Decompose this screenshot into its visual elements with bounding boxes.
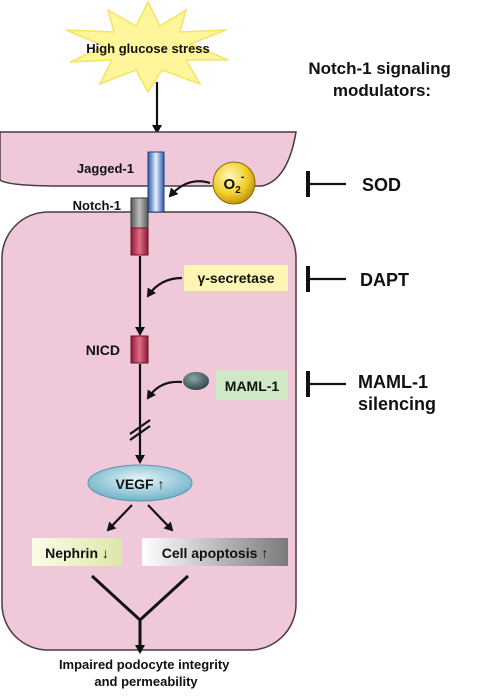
modulators-title: Notch-1 signaling modulators: xyxy=(308,59,455,100)
jagged-1-ligand xyxy=(147,151,165,213)
outcome-label: Impaired podocyte integrity and permeabi… xyxy=(59,657,233,689)
sod-label: SOD xyxy=(362,175,401,195)
vegf-to-apoptosis-arrow xyxy=(147,504,174,532)
nicd-block xyxy=(130,335,149,364)
notch-1-label: Notch-1 xyxy=(73,198,121,213)
gamma-secretase-action-arrow xyxy=(146,276,183,298)
dapt-label: DAPT xyxy=(360,270,409,290)
maml-silencing-label: MAML-1 silencing xyxy=(358,372,436,414)
nicd-label: NICD xyxy=(86,342,120,358)
gamma-secretase-label: γ-secretase xyxy=(197,270,274,286)
maml-action-arrow xyxy=(146,380,183,400)
vegf-ellipse xyxy=(87,464,193,502)
high-glucose-starburst xyxy=(65,0,229,94)
pathway-break-mark xyxy=(129,419,151,435)
superoxide-action-arrow xyxy=(168,180,211,198)
maml-1-label: MAML-1 xyxy=(225,378,280,394)
superoxide-sphere xyxy=(212,161,256,205)
trigger-label: High glucose stress xyxy=(86,41,210,56)
apoptosis-label: Cell apoptosis ↑ xyxy=(162,545,269,561)
vegf-to-nephrin-arrow xyxy=(106,504,133,532)
notch-1-intracellular xyxy=(130,227,149,256)
maml-1-protein-icon xyxy=(183,372,209,390)
apoptosis-box xyxy=(142,538,288,566)
maml-1-box xyxy=(216,370,288,400)
superoxide-label: O2- xyxy=(224,171,245,196)
nephrin-box xyxy=(32,538,122,566)
nephrin-label: Nephrin ↓ xyxy=(45,545,109,561)
vegf-label: VEGF ↑ xyxy=(115,476,164,492)
jagged-1-label: Jagged-1 xyxy=(77,161,134,176)
pathway-break-mark-2 xyxy=(129,425,151,441)
notch-1-receptor xyxy=(130,197,149,229)
gamma-secretase-box xyxy=(184,265,288,291)
